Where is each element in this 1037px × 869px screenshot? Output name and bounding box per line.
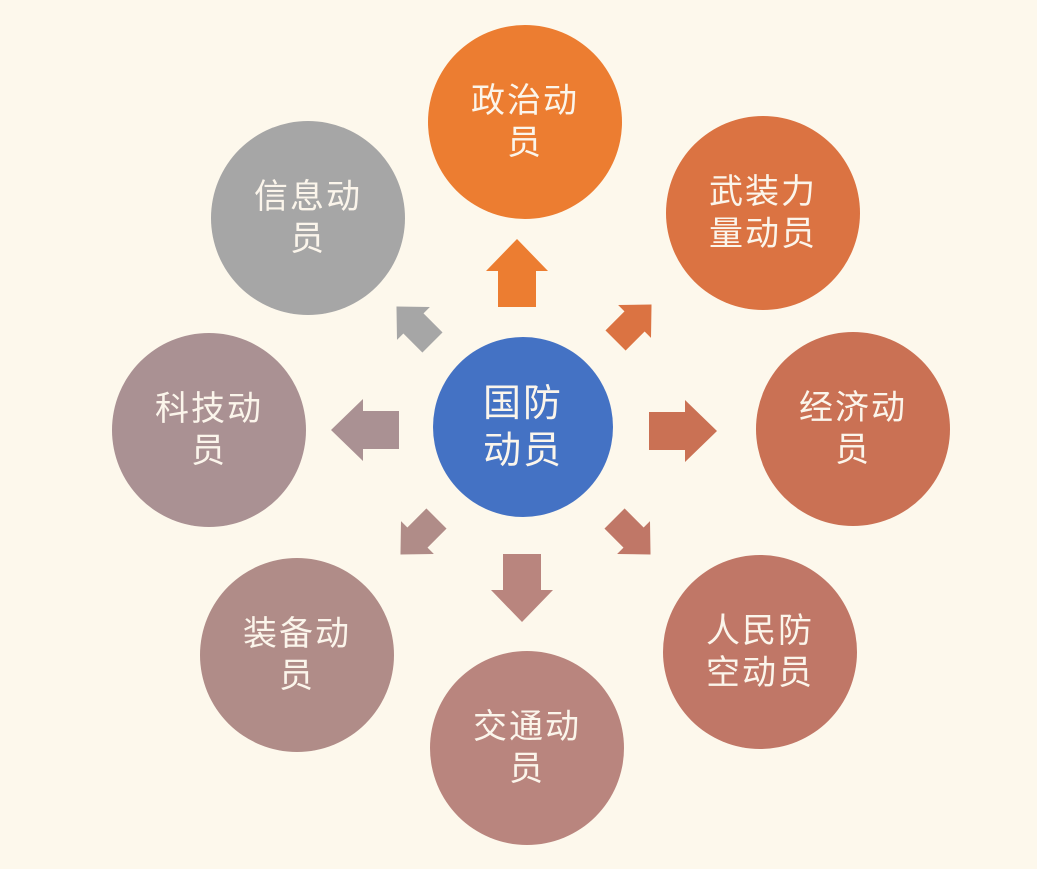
node-national-defense-mobilization: 国防 动员	[433, 337, 613, 517]
node-civil-air-defense-mobilization: 人民防 空动员	[663, 555, 857, 749]
node-label-line2: 员	[835, 430, 871, 470]
node-economic-mobilization: 经济动 员	[756, 332, 950, 526]
node-label-line1: 科技动	[155, 388, 263, 429]
arrow-information-icon	[396, 306, 443, 353]
arrow-equipment-icon	[400, 508, 447, 555]
node-label-line2: 量动员	[709, 214, 817, 254]
node-equipment-mobilization: 装备动 员	[200, 558, 394, 752]
node-label-line2: 员	[191, 431, 227, 471]
arrow-shape	[491, 554, 553, 622]
arrow-shape	[331, 399, 399, 461]
arrow-shape	[649, 400, 717, 462]
node-science-tech-mobilization: 科技动 员	[112, 333, 306, 527]
arrow-armed-forces-icon	[605, 304, 652, 351]
node-label-line1: 交通动	[473, 706, 581, 747]
arrow-shape	[604, 508, 651, 555]
node-label-line1: 政治动	[471, 80, 579, 121]
node-label-line2: 员	[509, 749, 545, 789]
node-label-line2: 员	[507, 123, 543, 163]
node-label-line2: 员	[279, 656, 315, 696]
arrow-economic-icon	[649, 400, 717, 462]
arrow-political-icon	[486, 239, 548, 307]
node-political-mobilization: 政治动 员	[428, 25, 622, 219]
node-label-line1: 装备动	[243, 613, 351, 654]
node-armed-forces-mobilization: 武装力 量动员	[666, 116, 860, 310]
node-label-line2: 空动员	[706, 653, 814, 693]
arrow-civil-air-defense-icon	[604, 508, 651, 555]
arrow-shape	[400, 508, 447, 555]
arrow-transport-icon	[491, 554, 553, 622]
node-information-mobilization: 信息动 员	[211, 121, 405, 315]
node-label-line1: 信息动	[254, 176, 362, 217]
center-label-line1: 国防	[482, 380, 563, 425]
center-label-line2: 动员	[482, 428, 563, 472]
node-label-line1: 经济动	[799, 387, 907, 428]
arrow-science-tech-icon	[331, 399, 399, 461]
node-label-line1: 人民防	[706, 610, 814, 651]
node-label-line1: 武装力	[709, 171, 817, 212]
node-label-line2: 员	[290, 219, 326, 259]
arrow-shape	[605, 304, 652, 351]
node-transport-mobilization: 交通动 员	[430, 651, 624, 845]
arrow-shape	[486, 239, 548, 307]
arrow-shape	[396, 306, 443, 353]
